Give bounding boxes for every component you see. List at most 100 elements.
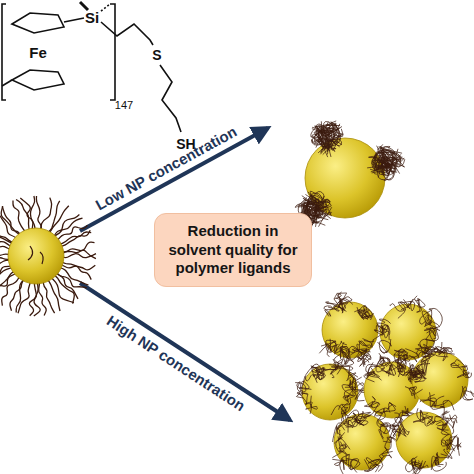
polymer-ligand [57,232,91,245]
element-symbol: Fe [29,44,47,61]
collapsed-ligand [434,454,449,461]
collapsed-ligand [337,292,352,304]
polymer-ligand [41,198,51,233]
collapsed-ligand [332,450,346,464]
collapsed-ligand [389,361,404,376]
polymer-ligand [30,196,35,232]
polymer-ligand [50,276,74,303]
collapsed-ligand [380,403,395,412]
collapsed-ligand [349,378,355,389]
collapsed-ligand [327,299,341,307]
collapsed-ligand [314,132,334,155]
collapsed-ligand [336,420,352,434]
collapsed-ligand [426,329,440,341]
collapsed-ligand [343,395,355,402]
collapsed-ligand [432,457,446,471]
collapsed-ligand [437,428,449,435]
collapsed-ligand [405,387,417,394]
collapsed-ligand [325,310,331,317]
polymer-ligand [60,261,96,270]
collapsed-ligand [336,436,350,452]
bond [2,80,12,86]
collapsed-ligand [379,451,392,461]
collapsed-ligand [312,366,331,379]
bond [64,18,84,22]
methyl-hash [101,4,110,11]
polymer-ligand [46,201,60,234]
collapsed-ligand [443,415,457,434]
collapsed-ligand [331,406,347,420]
polymer-ligand [0,211,18,239]
arrow-label: Low NP concentration [93,123,240,214]
collapsed-ligand [312,364,325,374]
nanoparticle-collapsed [295,121,405,229]
nanoparticle-aggregate [295,292,474,474]
alkyl-chain [101,22,153,45]
cyclopentadienyl-ring [12,13,64,33]
collapsed-ligand [334,294,343,305]
chemical-structure [2,2,181,132]
collapsed-ligand [321,340,336,349]
collapsed-ligand [379,353,390,366]
polymer-ligand [58,230,90,247]
collapsed-ligand [324,302,339,310]
collapsed-ligand [336,420,353,433]
collapsed-ligand [457,372,471,378]
gold-core [364,362,420,418]
collapsed-ligand [320,122,337,152]
collapsed-ligand [329,365,341,370]
gold-core [302,364,358,420]
cyclopentadienyl-ring [12,70,64,90]
arrow-label: High NP concentration [104,312,248,414]
collapsed-ligand [389,413,399,430]
polymer-ligand [29,280,36,316]
collapsed-ligand [381,152,393,181]
process-box: Reduction in solvent quality for polymer… [154,213,312,287]
collapsed-ligand [400,299,415,311]
collapsed-ligand [340,460,352,474]
collapsed-ligand [425,349,433,361]
collapsed-ligand [342,377,356,395]
collapsed-ligand [413,461,428,469]
collapsed-ligand [414,296,425,307]
collapsed-ligand [347,367,356,381]
polymer-ligand [46,278,60,311]
collapsed-ligand [432,405,445,409]
collapsed-ligand [378,342,388,353]
collapsed-ligand [306,396,318,410]
collapsed-ligand [358,308,369,318]
collapsed-ligand [429,308,443,327]
collapsed-ligand [444,449,452,458]
collapsed-ligand [364,368,375,382]
collapsed-ligand [431,456,440,470]
bracket [2,4,6,100]
gold-core [8,228,64,284]
polymer-ligand [2,274,21,305]
collapsed-ligand [374,152,401,171]
collapsed-ligand [392,428,401,442]
collapsed-ligand [426,328,438,338]
collapsed-ligand [416,348,434,362]
collapsed-ligand [398,302,405,318]
polymer-ligand [28,246,43,264]
collapsed-ligand [350,459,358,473]
polymer-ligand [13,201,27,234]
repeat-count: 147 [115,99,133,111]
collapsed-ligand [334,354,343,368]
collapsed-ligand [346,454,360,469]
collapsed-ligand [377,323,390,340]
collapsed-ligand [295,383,311,392]
polymer-ligand [60,242,95,252]
polymer-ligand [10,277,25,311]
polymer-ligand [36,196,41,232]
collapsed-ligand [385,365,402,377]
polymer-ligand [55,270,87,288]
element-symbol: S [152,47,161,63]
collapsed-ligand [379,319,390,323]
collapsed-ligand [358,412,372,419]
element-symbol: Si [85,9,99,26]
collapsed-ligand [441,411,449,415]
process-arrow [80,283,290,420]
polymer-ligand [16,278,26,313]
